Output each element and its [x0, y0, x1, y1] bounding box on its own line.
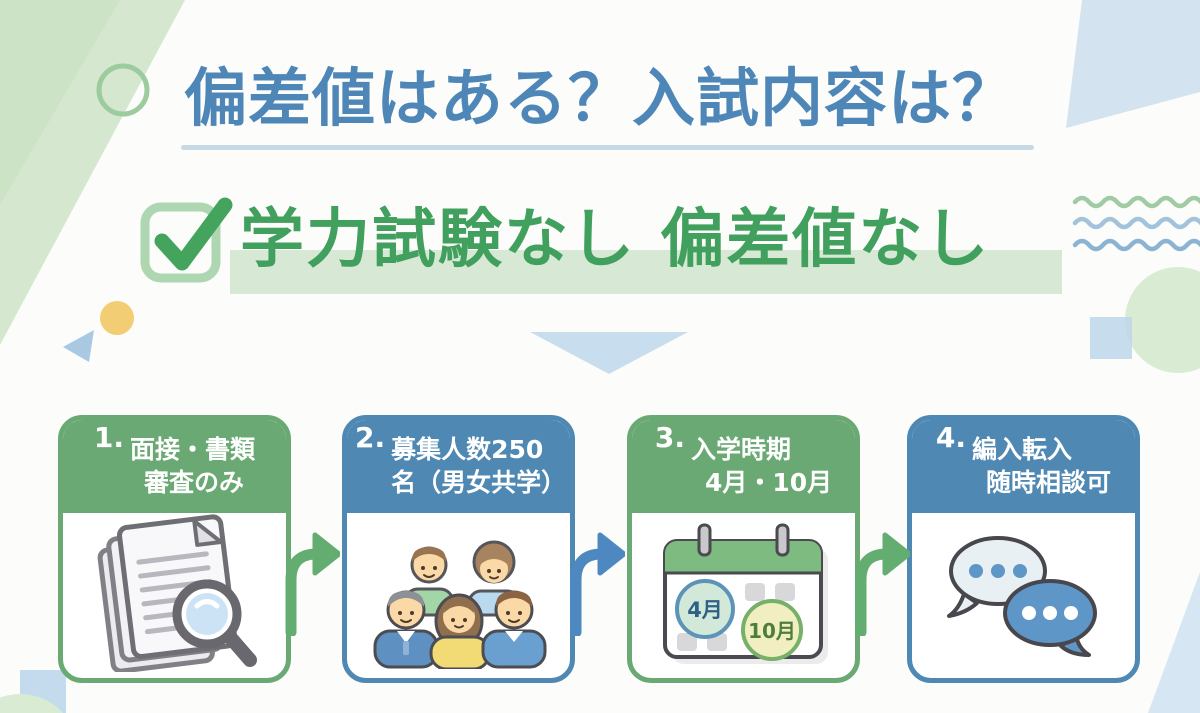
corner-shape-top-right-icon — [1066, 0, 1200, 128]
green-circle-bottom-left-icon — [0, 694, 63, 713]
step-card-4: 4. 編入転入 随時相談可 — [907, 415, 1140, 683]
chat-bubbles-icon — [946, 536, 1097, 657]
step-card-4-header: 4. 編入転入 随時相談可 — [912, 420, 1135, 513]
subtitle-text: 学力試験なし 偏差値なし — [240, 203, 991, 277]
step-number: 1. — [93, 421, 125, 454]
step-number: 4. — [935, 421, 967, 454]
subtitle-highlight-bar — [230, 250, 1062, 294]
step-card-2-body — [347, 513, 570, 673]
step-card-3-body: 4月 10月 — [632, 513, 855, 673]
step-label: 編入転入 随時相談可 — [972, 435, 1112, 497]
arrow-step2-to-step3-icon — [570, 532, 625, 636]
wavy-lines-icon — [1072, 195, 1200, 252]
down-arrow-triangle-icon — [530, 332, 688, 374]
page-title: 偏差値はある？入試内容は？ — [184, 62, 1016, 135]
title-underline — [181, 145, 1034, 150]
step-card-4-body — [912, 513, 1135, 673]
step-card-3-header: 3. 入学時期 4月・10月 — [632, 420, 855, 513]
ring-icon — [96, 63, 150, 117]
green-circle-right-icon — [1125, 267, 1200, 373]
step-card-1: 1. 面接・書類 審査のみ — [58, 415, 291, 683]
step-number: 3. — [654, 421, 685, 454]
yellow-dot-icon — [100, 301, 134, 335]
step-label: 募集人数250 名（男女共学） — [391, 435, 567, 497]
small-blue-triangle-icon — [63, 330, 94, 362]
corner-triangle-bottom-right-icon — [1148, 572, 1200, 713]
step-card-2: 2. 募集人数250 名（男女共学） — [342, 415, 575, 683]
blue-square-right-icon — [1090, 317, 1132, 359]
people-group-icon — [373, 540, 546, 669]
step-card-1-header: 1. 面接・書類 審査のみ — [63, 420, 286, 513]
corner-triangle-top-left-inner-icon — [0, 0, 120, 205]
calendar-october-label: 10月 — [748, 619, 796, 643]
arrow-step1-to-step2-icon — [285, 532, 340, 636]
checkbox-check-icon — [140, 197, 233, 283]
step-label: 面接・書類 審査のみ — [130, 435, 256, 497]
step-label: 入学時期 4月・10月 — [690, 435, 833, 497]
step-card-1-body — [63, 513, 286, 673]
documents-magnifier-icon — [97, 514, 257, 672]
step-number: 2. — [355, 421, 386, 454]
step-card-2-header: 2. 募集人数250 名（男女共学） — [347, 420, 570, 513]
subtitle-block: 学力試験なし 偏差値なし — [136, 188, 1076, 298]
arrow-step3-to-step4-icon — [855, 532, 910, 636]
calendar-icon: 4月 10月 — [662, 523, 828, 664]
calendar-april-label: 4月 — [687, 598, 723, 622]
step-card-3: 3. 入学時期 4月・10月 — [627, 415, 860, 683]
